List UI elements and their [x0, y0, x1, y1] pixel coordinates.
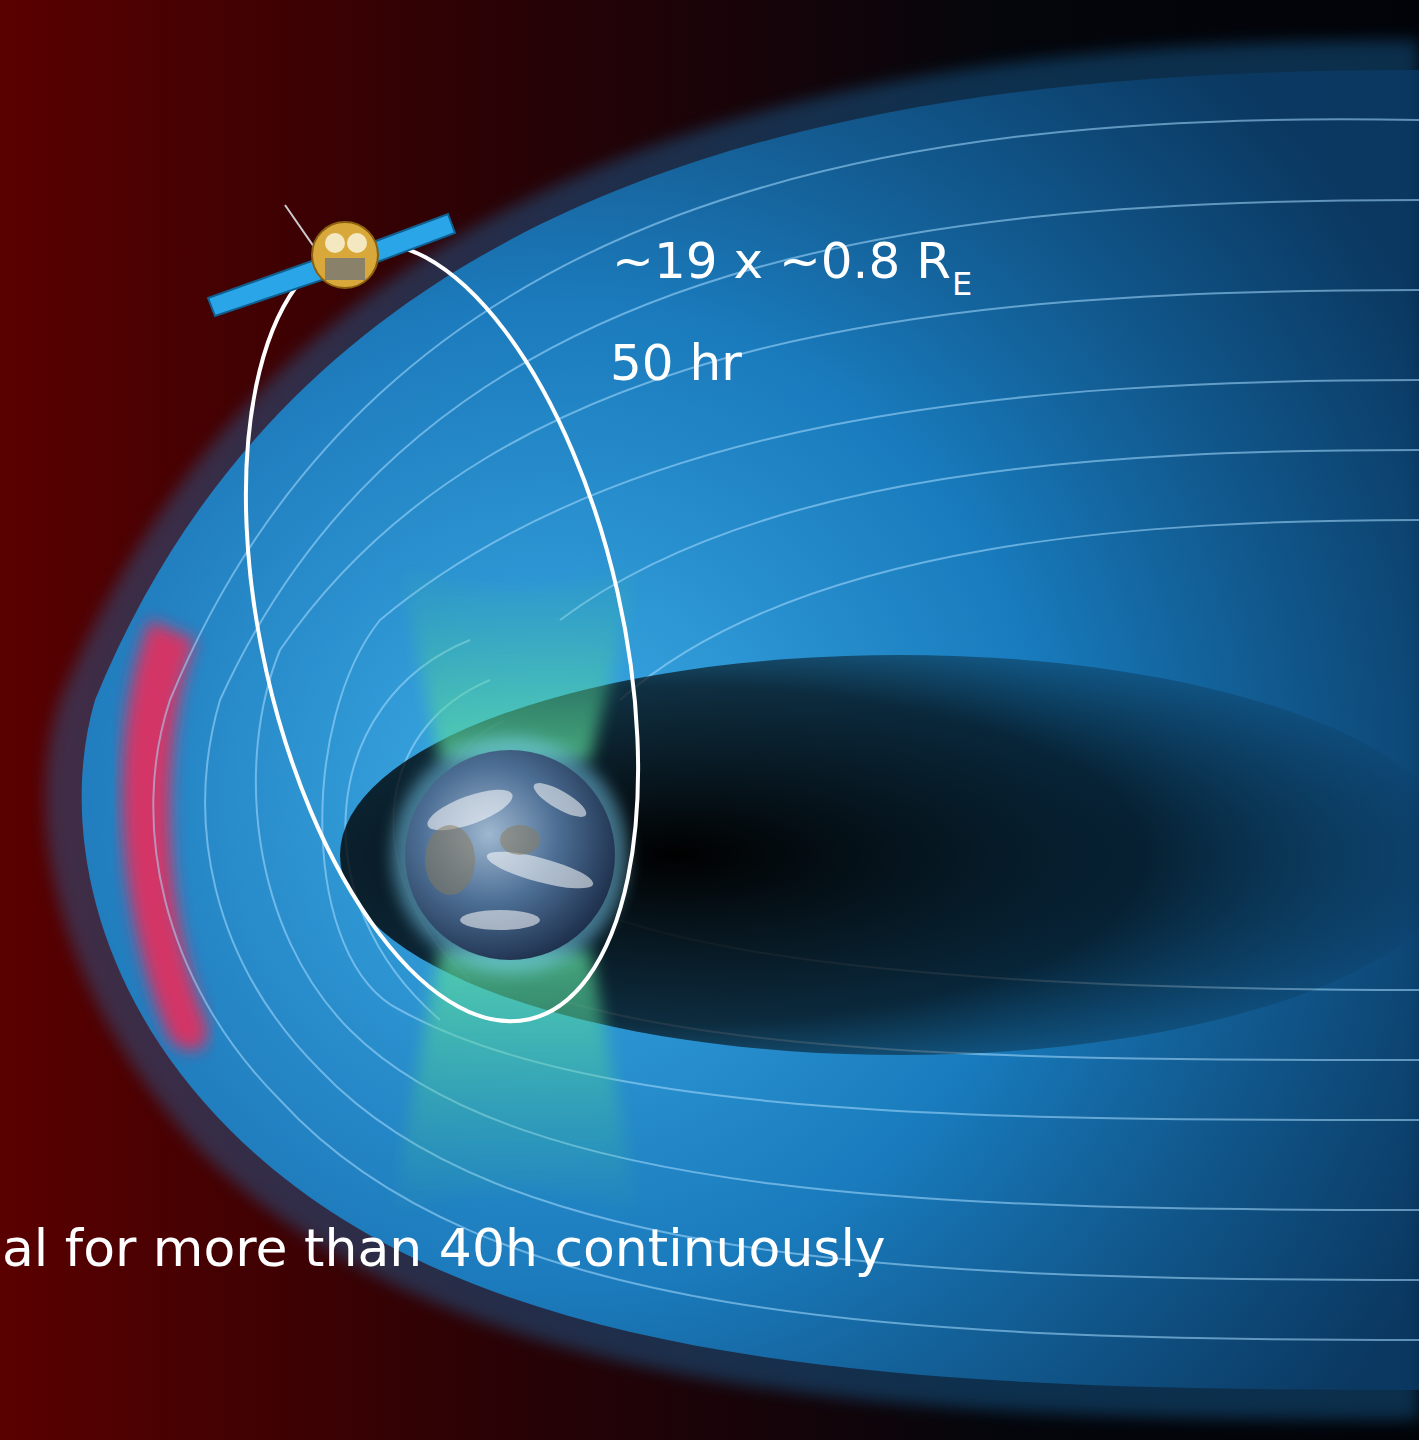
orbit-dimension: ~19 x ~0.8 R [612, 236, 951, 286]
caption-note: al for more than 40h continuously [2, 1222, 886, 1274]
orbit-period: 50 hr [610, 338, 742, 388]
satellite [208, 205, 455, 316]
subscript-label: E [952, 268, 972, 300]
